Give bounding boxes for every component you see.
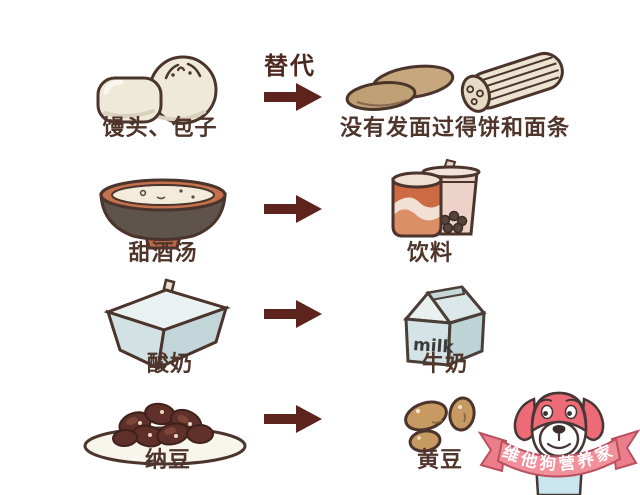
dog-mascot-logo: 维他狗营养家: [478, 391, 640, 495]
caption-buns: 馒头、包子: [102, 116, 218, 141]
substitute-label: 替代: [264, 52, 316, 80]
flatbread-and-noodles-icon flatbread-part: [345, 64, 455, 111]
caption-natto: 纳豆: [144, 448, 191, 473]
caption-yogurt: 酸奶: [146, 352, 193, 377]
milk-carton-icon: milk: [402, 285, 487, 368]
arrow-right-icon: [264, 83, 322, 111]
natto-plate-icon: [83, 402, 247, 466]
milk-carton-label: milk: [412, 335, 455, 358]
caption-milk: 牛奶: [421, 352, 468, 377]
steamed-bun-and-baozi-icon: [96, 55, 218, 125]
caption-beverages: 饮料: [406, 241, 453, 266]
caption-unleavened-bread-noodles: 没有发面过得饼和面条: [339, 116, 570, 141]
arrow-right-icon: [264, 195, 322, 223]
sweet-soup-bowl-icon: [99, 178, 227, 250]
arrow-right-icon: [264, 300, 322, 328]
caption-soybeans: 黄豆: [416, 448, 463, 473]
yogurt-carton-icon: [103, 278, 231, 370]
caption-sweet-soup: 甜酒汤: [128, 241, 198, 266]
noodle-bundle-icon: [460, 51, 564, 113]
soda-can-and-bubble-tea-icon: [391, 158, 481, 238]
arrow-right-icon: [264, 405, 322, 433]
soybeans-icon: [404, 396, 476, 453]
